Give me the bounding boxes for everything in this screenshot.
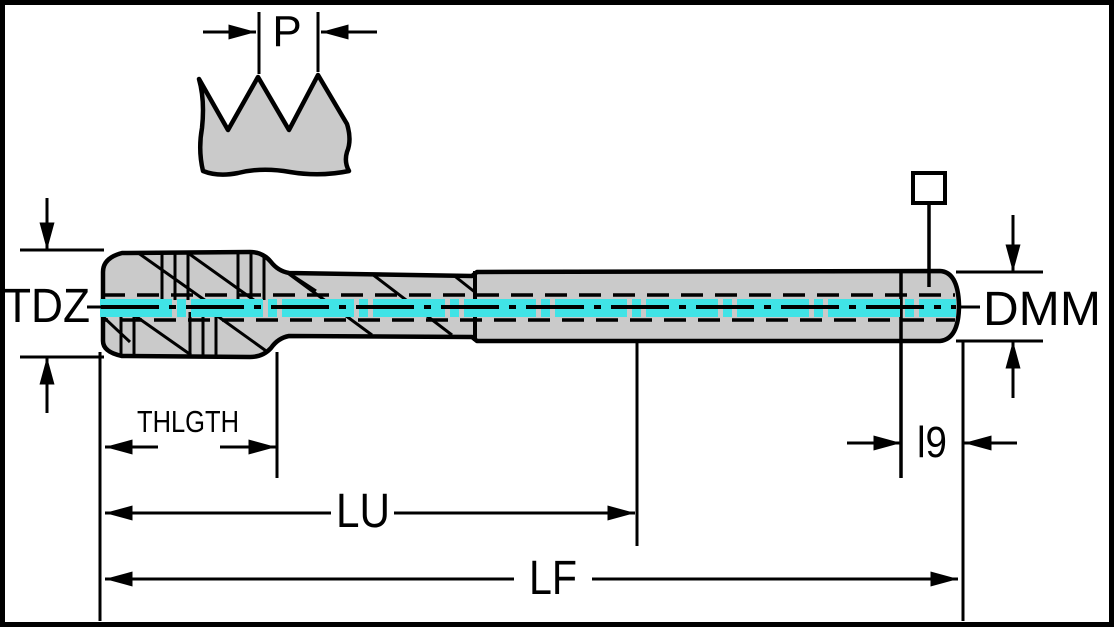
- thread-hatching: [103, 252, 477, 357]
- tdz-label: TDZ: [4, 280, 90, 333]
- thread-profile-shape: [196, 72, 352, 177]
- dimension-l9: l9: [847, 341, 1017, 621]
- l9-label: l9: [917, 418, 947, 467]
- tap-body: [100, 249, 962, 478]
- dimension-thlgth: THLGTH: [105, 352, 279, 478]
- thread-profile-detail: P: [196, 7, 377, 177]
- lu-label: LU: [336, 485, 390, 538]
- lf-label: LF: [529, 552, 577, 605]
- dimension-lu: LU: [105, 342, 639, 546]
- square-drive-icon: [911, 171, 947, 205]
- centerline: [100, 293, 956, 322]
- dimension-dmm: DMM: [956, 215, 1101, 398]
- thlgth-label: THLGTH: [137, 404, 239, 439]
- dimension-lf: LF: [105, 552, 958, 605]
- dmm-label: DMM: [983, 283, 1101, 336]
- pitch-label: P: [272, 7, 301, 56]
- square-drive-symbol: [911, 171, 947, 287]
- dimension-tdz: TDZ: [4, 198, 104, 413]
